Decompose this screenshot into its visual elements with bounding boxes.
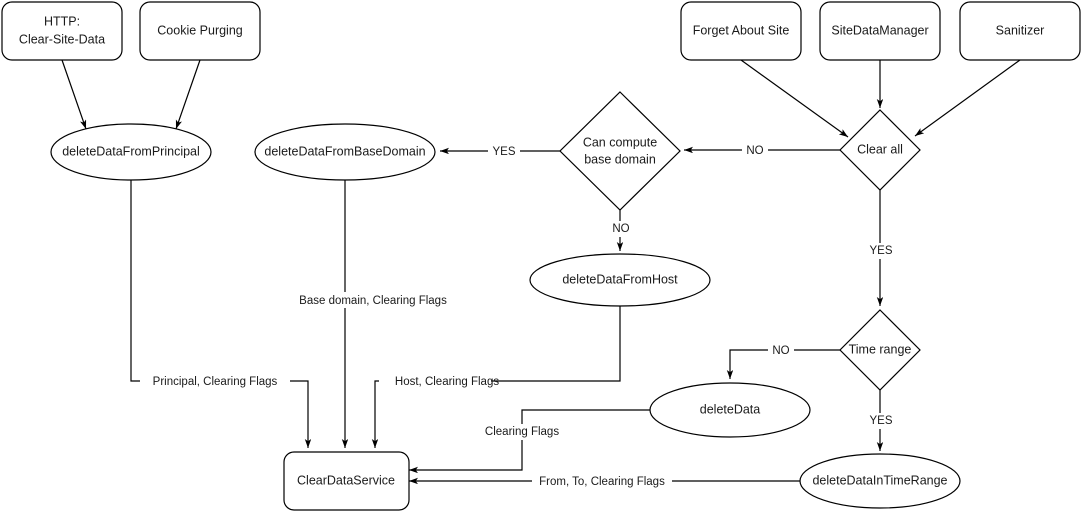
node-http-clear-site-data-shape[interactable] bbox=[1, 1, 123, 61]
edge-label-bg-can-compute-yes bbox=[488, 143, 520, 159]
edge-label-bg-clear-all-no bbox=[742, 142, 768, 158]
node-time-range-label: Time range bbox=[849, 342, 912, 356]
node-forget-about-site[interactable]: Forget About Site bbox=[680, 1, 802, 61]
edge-label-bg-time-range-yes bbox=[866, 413, 896, 429]
edge-label-bg-host-clearing-flags bbox=[379, 373, 491, 389]
edge-time-range-no-to-delete-data bbox=[726, 349, 840, 379]
node-time-range-shape[interactable] bbox=[839, 309, 921, 391]
node-cookie-purging-label: Cookie Purging bbox=[157, 23, 243, 37]
node-can-compute-base-domain-label-line1: Can compute bbox=[583, 135, 657, 149]
node-delete-data-label: deleteData bbox=[700, 402, 761, 416]
node-can-compute-base-domain[interactable]: Can compute base domain bbox=[559, 91, 681, 211]
node-delete-data-in-time-range-label: deleteDataInTimeRange bbox=[812, 473, 947, 487]
node-delete-data-from-base-domain-shape[interactable] bbox=[254, 123, 436, 181]
node-http-clear-site-data-label-line2: Clear-Site-Data bbox=[19, 32, 105, 46]
edge-cookie-purging-to-principal bbox=[175, 59, 201, 130]
edge-host-to-clear-data-service bbox=[371, 305, 621, 448]
node-site-data-manager[interactable]: SiteDataManager bbox=[819, 1, 941, 61]
edge-label-clear-all-yes: YES bbox=[869, 245, 892, 257]
edge-principal-to-clear-data-service bbox=[130, 180, 312, 448]
node-site-data-manager-shape[interactable] bbox=[819, 1, 941, 61]
edge-http-to-principal bbox=[61, 59, 87, 130]
node-site-data-manager-label: SiteDataManager bbox=[831, 23, 928, 37]
edge-label-bg-from-to-clearing-flags bbox=[532, 473, 672, 489]
edge-label-from-to-clearing-flags: From, To, Clearing Flags bbox=[539, 476, 665, 488]
edge-label-bg-can-compute-no bbox=[608, 221, 634, 237]
edge-label-bg-base-domain-clearing-flags bbox=[285, 292, 445, 308]
node-clear-data-service-shape[interactable] bbox=[283, 451, 410, 511]
node-http-clear-site-data-label-line1: HTTP: bbox=[44, 14, 80, 28]
node-delete-data-in-time-range-shape[interactable] bbox=[799, 453, 961, 509]
node-delete-data-in-time-range[interactable]: deleteDataInTimeRange bbox=[799, 453, 961, 509]
node-http-clear-site-data[interactable]: HTTP: Clear-Site-Data bbox=[1, 1, 123, 61]
node-delete-data-from-principal-label: deleteDataFromPrincipal bbox=[62, 144, 200, 158]
node-can-compute-base-domain-shape[interactable] bbox=[559, 91, 681, 211]
node-clear-data-service-label: ClearDataService bbox=[297, 473, 395, 487]
node-cookie-purging-shape[interactable] bbox=[139, 1, 261, 61]
edge-label-base-domain-clearing-flags: Base domain, Clearing Flags bbox=[299, 295, 447, 307]
edge-label-bg-time-range-no bbox=[768, 342, 794, 358]
node-forget-about-site-shape[interactable] bbox=[680, 1, 802, 61]
node-sanitizer[interactable]: Sanitizer bbox=[959, 1, 1081, 61]
edge-label-host-clearing-flags: Host, Clearing Flags bbox=[395, 376, 499, 388]
edge-label-bg-principal-clearing-flags bbox=[140, 373, 290, 389]
node-time-range[interactable]: Time range bbox=[839, 309, 921, 391]
edge-label-can-compute-no: NO bbox=[612, 223, 629, 235]
node-delete-data-from-host-shape[interactable] bbox=[529, 253, 711, 307]
node-clear-all-label: Clear all bbox=[857, 142, 903, 156]
node-delete-data-from-principal-shape[interactable] bbox=[50, 123, 212, 181]
node-cookie-purging[interactable]: Cookie Purging bbox=[139, 1, 261, 61]
node-sanitizer-label: Sanitizer bbox=[996, 23, 1045, 37]
edge-label-can-compute-yes: YES bbox=[492, 146, 515, 158]
node-delete-data-from-principal[interactable]: deleteDataFromPrincipal bbox=[50, 123, 212, 181]
node-forget-about-site-label: Forget About Site bbox=[693, 23, 790, 37]
edge-label-bg-clear-all-yes bbox=[866, 243, 896, 259]
edge-label-clear-all-no: NO bbox=[746, 145, 763, 157]
node-clear-all-shape[interactable] bbox=[839, 109, 921, 191]
node-can-compute-base-domain-label-line2: base domain bbox=[584, 152, 656, 166]
node-delete-data-from-host[interactable]: deleteDataFromHost bbox=[529, 253, 711, 307]
node-delete-data-from-base-domain[interactable]: deleteDataFromBaseDomain bbox=[254, 123, 436, 181]
node-delete-data[interactable]: deleteData bbox=[649, 382, 811, 438]
edge-label-time-range-no: NO bbox=[772, 345, 789, 357]
edge-forget-about-site-to-clear-all bbox=[740, 59, 849, 138]
node-delete-data-shape[interactable] bbox=[649, 382, 811, 438]
node-delete-data-from-host-label: deleteDataFromHost bbox=[562, 272, 678, 286]
edge-label-principal-clearing-flags: Principal, Clearing Flags bbox=[153, 376, 278, 388]
edge-sanitizer-to-clear-all bbox=[914, 59, 1021, 137]
edge-label-time-range-yes: YES bbox=[869, 415, 892, 427]
node-clear-all[interactable]: Clear all bbox=[839, 109, 921, 191]
edge-label-clearing-flags: Clearing Flags bbox=[485, 426, 559, 438]
edges: Can compute base domain --> NO deleteDat… bbox=[61, 59, 1021, 489]
node-sanitizer-shape[interactable] bbox=[959, 1, 1081, 61]
node-delete-data-from-base-domain-label: deleteDataFromBaseDomain bbox=[264, 144, 425, 158]
edge-label-bg-clearing-flags bbox=[481, 424, 567, 440]
node-clear-data-service[interactable]: ClearDataService bbox=[283, 451, 410, 511]
